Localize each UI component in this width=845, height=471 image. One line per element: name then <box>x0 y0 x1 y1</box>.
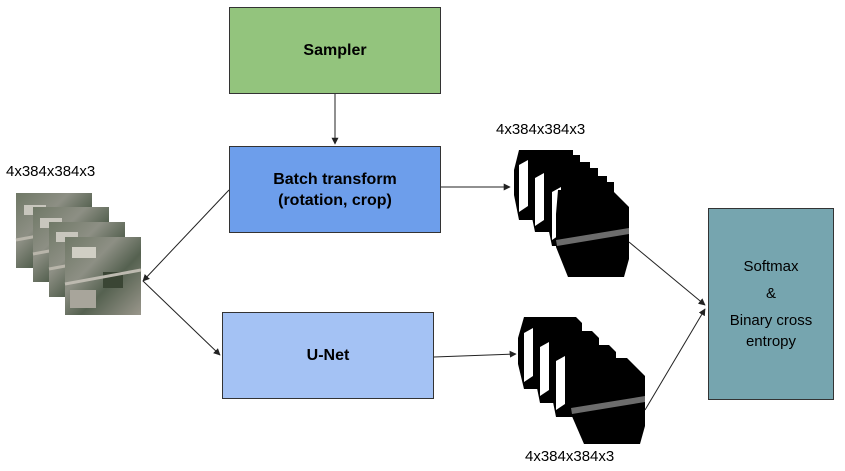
softmax-loss-label-line2: entropy <box>745 333 797 350</box>
softmax-loss-label-line1: Binary cross <box>729 312 813 329</box>
unet-node: U-Net <box>222 312 434 399</box>
input-image-stack <box>15 193 142 315</box>
arrow-mask-to-softmax <box>628 241 706 306</box>
sampler-label: Sampler <box>303 42 367 59</box>
predicted-mask-dim-label: 4x384x384x3 <box>525 448 615 465</box>
predicted-mask-stack <box>518 317 645 444</box>
arrow-pred-to-softmax <box>644 308 706 411</box>
connectors <box>142 94 706 411</box>
mask-image <box>571 358 645 444</box>
arrow-unet-to-mask <box>433 350 517 358</box>
mask-image <box>556 190 629 277</box>
input-image <box>64 237 142 315</box>
softmax-label: Softmax <box>743 258 799 275</box>
arrow-input-to-unet <box>142 280 221 356</box>
transformed-mask-dim-label: 4x384x384x3 <box>496 121 586 138</box>
unet-label: U-Net <box>306 347 350 364</box>
arrow-batch-to-input <box>142 189 230 282</box>
softmax-ampersand: & <box>765 285 776 302</box>
batch-transform-label: Batch transform <box>273 170 397 188</box>
transformed-mask-stack <box>514 150 629 277</box>
batch-transform-node: Batch transform (rotation, crop) <box>229 146 441 233</box>
softmax-node: Softmax & Binary cross entropy <box>708 208 834 400</box>
sampler-node: Sampler <box>229 7 441 94</box>
batch-transform-sublabel: (rotation, crop) <box>278 191 392 209</box>
input-dim-label: 4x384x384x3 <box>6 163 96 180</box>
